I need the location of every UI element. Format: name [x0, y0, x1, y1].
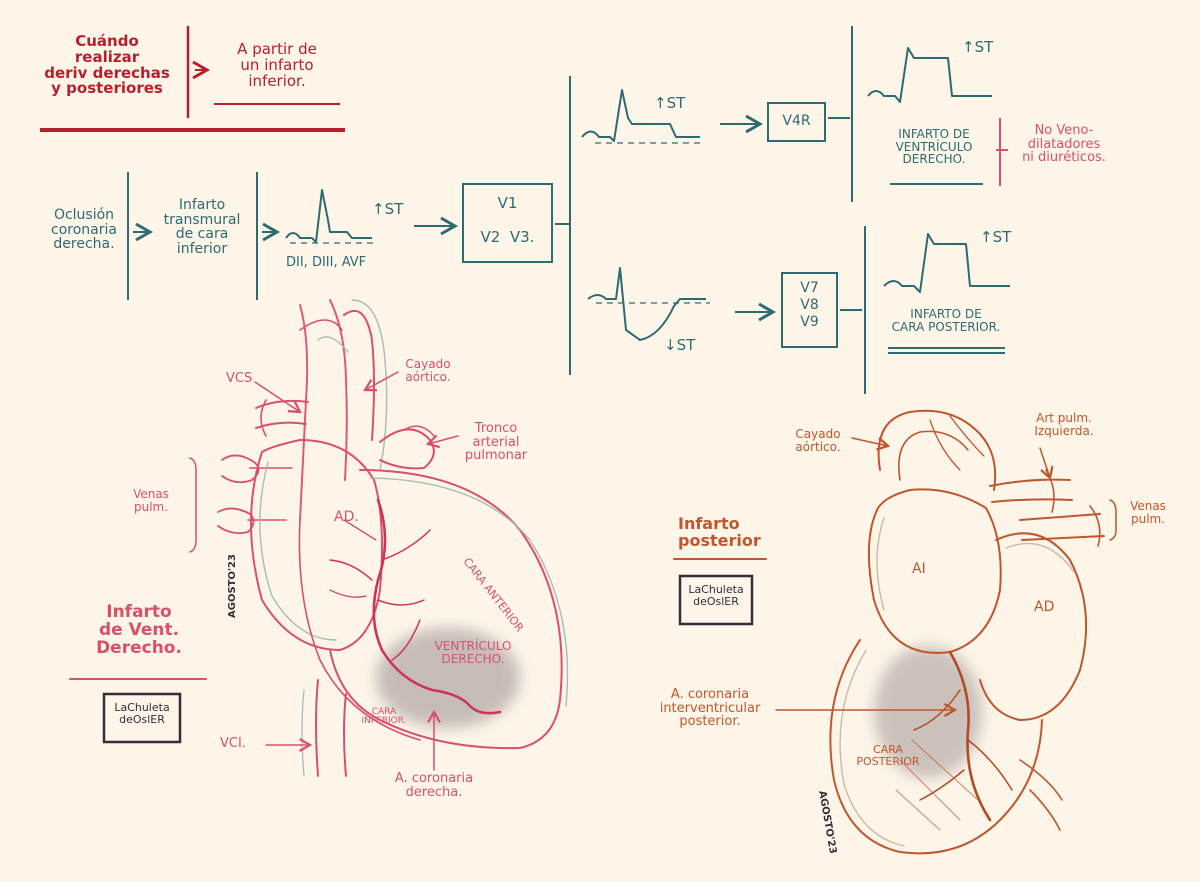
leads-v2-v3: V2 V3.	[480, 228, 535, 246]
label-coronaria-derecha: A. coronaria derecha.	[394, 771, 474, 800]
label-vcs: VCS	[226, 371, 253, 386]
infarct-zone-right-ventricle	[376, 628, 520, 728]
title-posterior-infarct: Infarto posterior	[678, 514, 761, 550]
label-tronco: Tronco arterial pulmonar	[464, 421, 528, 464]
header-lines	[40, 26, 345, 132]
logo-left: LaChuleta deOslER	[114, 701, 170, 726]
label-venas-right: Venas pulm.	[1130, 499, 1166, 526]
st-depression-label: ↓ST	[664, 336, 696, 354]
inferior-leads-label: DII, DIII, AVF	[286, 255, 367, 270]
title-rv-infarct: Infarto de Vent. Derecho.	[96, 602, 182, 658]
label-ad-right: AD	[1034, 599, 1055, 615]
label-cayado-left: Cayado aórtico.	[405, 357, 451, 384]
label-vci: VCI.	[220, 736, 246, 751]
transmural-label: Infarto transmural de cara inferior	[163, 197, 241, 258]
date-left: AGOSTO'23	[227, 554, 238, 618]
ecg-traces	[285, 47, 1010, 341]
st-elevation-label-4: ↑ST	[980, 228, 1012, 246]
lead-v1: V1	[497, 194, 518, 212]
rv-note-bar	[996, 118, 1008, 186]
occlusion-label: Oclusión coronaria derecha.	[51, 207, 117, 253]
st-elevation-label-2: ↑ST	[654, 94, 686, 112]
lead-v4r: V4R	[782, 113, 811, 129]
label-ventriculo: VENTRÍCULO DERECHO.	[434, 639, 512, 666]
label-ad-left: AD.	[334, 509, 359, 525]
header-question: Cuándo realizar deriv derechas y posteri…	[44, 32, 170, 98]
label-venas-left: Venas pulm.	[133, 487, 169, 514]
label-cayado-right: Cayado aórtico.	[795, 427, 841, 454]
rv-infarct-label: INFARTO DE VENTRÍCULO DERECHO.	[895, 127, 973, 167]
label-interventricular: A. coronaria interventricular posterior.	[659, 687, 761, 730]
logo-right: LaChuleta deOslER	[688, 583, 744, 608]
flow-lines	[127, 26, 1005, 394]
label-art-pulm: Art pulm. Izquierda.	[1034, 411, 1094, 438]
label-cara-posterior: CARA POSTERIOR	[856, 743, 920, 768]
header-answer: A partir de un infarto inferior.	[237, 40, 317, 90]
st-elevation-label-3: ↑ST	[962, 38, 994, 56]
posterior-infarct-label: INFARTO DE CARA POSTERIOR.	[891, 307, 1001, 334]
leads-v7-v8-v9: V7 V8 V9	[800, 280, 819, 330]
infarct-zone-posterior	[874, 646, 982, 778]
right-heart-sketch	[673, 409, 1117, 855]
st-elevation-label-1: ↑ST	[372, 200, 404, 218]
rv-treatment-note: No Veno- dilatadores ni diuréticos.	[1022, 123, 1106, 166]
label-cara-inferior: CARA INFERIOR.	[361, 707, 407, 727]
label-ai: AI	[912, 561, 926, 577]
left-heart-sketch	[69, 299, 569, 777]
